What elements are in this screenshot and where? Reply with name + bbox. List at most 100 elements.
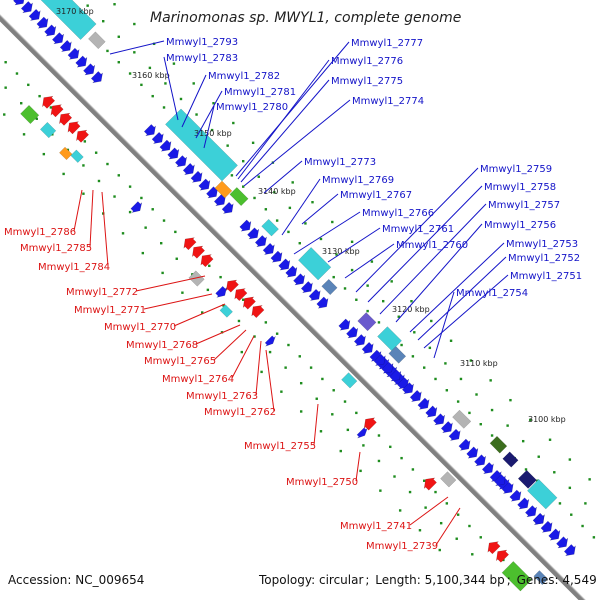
accession-info: Accession:NC_009654 [8, 573, 144, 587]
track-dot [208, 264, 211, 268]
gene-arrow [548, 528, 561, 541]
track-dot [260, 370, 263, 374]
track-dot [471, 553, 474, 556]
gene-arrow [532, 512, 545, 525]
track-dot [242, 185, 245, 188]
kbp-tick-label: 3160 kbp [132, 71, 170, 80]
track-dot [179, 97, 183, 101]
leader-line [109, 40, 165, 55]
track-dot [66, 148, 70, 152]
track-dot [172, 62, 176, 65]
leader-line [355, 451, 361, 482]
genes-label: Genes: [516, 573, 559, 587]
track-dot [280, 390, 283, 393]
track-dot [428, 346, 432, 350]
gene-arrow [44, 24, 57, 37]
gene-arrow [517, 497, 530, 510]
track-dot [102, 212, 105, 215]
track-dot [456, 400, 460, 403]
track-dot [82, 192, 85, 195]
leader-line [423, 274, 509, 349]
forward-gene-label: Mmwyl1_2780 [216, 102, 288, 113]
leader-line [409, 496, 449, 526]
leader-line [73, 189, 83, 232]
gene-arrow [361, 341, 374, 354]
gene-arrow [20, 1, 33, 14]
gene-arrow [458, 438, 471, 451]
track-dot [449, 339, 453, 342]
gene-arrow [285, 265, 298, 278]
track-dot [331, 413, 334, 416]
gene-arrow [501, 481, 514, 494]
gene-arrow [373, 353, 386, 366]
track-dot [113, 195, 116, 198]
gene-arrow [67, 121, 81, 135]
gene-arrow [247, 227, 260, 240]
track-dot [206, 288, 210, 292]
track-dot [332, 275, 335, 279]
gene-arrow [353, 334, 366, 347]
forward-gene-label: Mmwyl1_2774 [352, 96, 424, 107]
reverse-gene-label: Mmwyl1_2772 [66, 287, 138, 298]
forward-gene-label: Mmwyl1_2766 [362, 208, 434, 219]
track-dot [408, 490, 412, 494]
forward-gene-label: Mmwyl1_2759 [480, 164, 552, 175]
leader-line [89, 189, 94, 248]
reverse-gene-label: Mmwyl1_2764 [162, 374, 234, 385]
track-dot [315, 397, 318, 400]
track-dot [410, 299, 413, 303]
track-dot [455, 537, 458, 540]
track-dot [148, 66, 152, 70]
gene-arrow [225, 279, 239, 293]
topology-value: circular [318, 573, 364, 587]
track-dot [521, 439, 525, 443]
leader-line [240, 79, 330, 183]
leader-line [395, 223, 483, 323]
kbp-tick-label: 3130 kbp [322, 247, 360, 256]
track-dot [162, 219, 166, 222]
forward-labels: Mmwyl1_2793Mmwyl1_2783Mmwyl1_2782Mmwyl1_… [109, 37, 582, 359]
reverse-gene-label: Mmwyl1_2739 [366, 541, 438, 552]
gene-arrow [183, 237, 197, 251]
track-dot [366, 284, 369, 287]
leader-line [263, 160, 303, 194]
track-dot [298, 355, 301, 358]
track-dot [430, 319, 433, 323]
track-dot [438, 548, 441, 552]
gene-box [377, 326, 402, 352]
track-dot [434, 377, 437, 381]
track-dot [475, 393, 478, 396]
track-dot [424, 506, 427, 509]
track-dot [299, 381, 303, 385]
track-dot [319, 237, 323, 241]
gene-arrow [76, 129, 90, 143]
forward-gene-label: Mmwyl1_2767 [340, 190, 412, 201]
track-dot [509, 398, 512, 402]
track-dot [400, 456, 403, 460]
track-dot [570, 513, 573, 516]
track-dot [468, 411, 471, 415]
track-dot [117, 174, 120, 177]
track-dot [151, 208, 154, 211]
track-dot [359, 469, 362, 473]
track-dot [159, 242, 163, 245]
track-dot [319, 430, 323, 433]
track-dot [38, 94, 41, 98]
track-dot [331, 220, 334, 224]
track-dot [117, 35, 120, 38]
leader-line [235, 41, 350, 177]
track-dot [141, 251, 145, 255]
gene-arrow [151, 131, 164, 144]
leader-line [143, 293, 213, 310]
track-dot [418, 529, 422, 532]
track-dot [439, 521, 443, 525]
track-dot [27, 83, 30, 87]
track-dot [581, 524, 584, 528]
track-dot [502, 558, 505, 562]
leader-line [379, 203, 487, 315]
track-dot [377, 321, 381, 324]
track-dot [537, 455, 540, 458]
gene-arrow [381, 361, 394, 374]
track-dot [490, 434, 494, 437]
